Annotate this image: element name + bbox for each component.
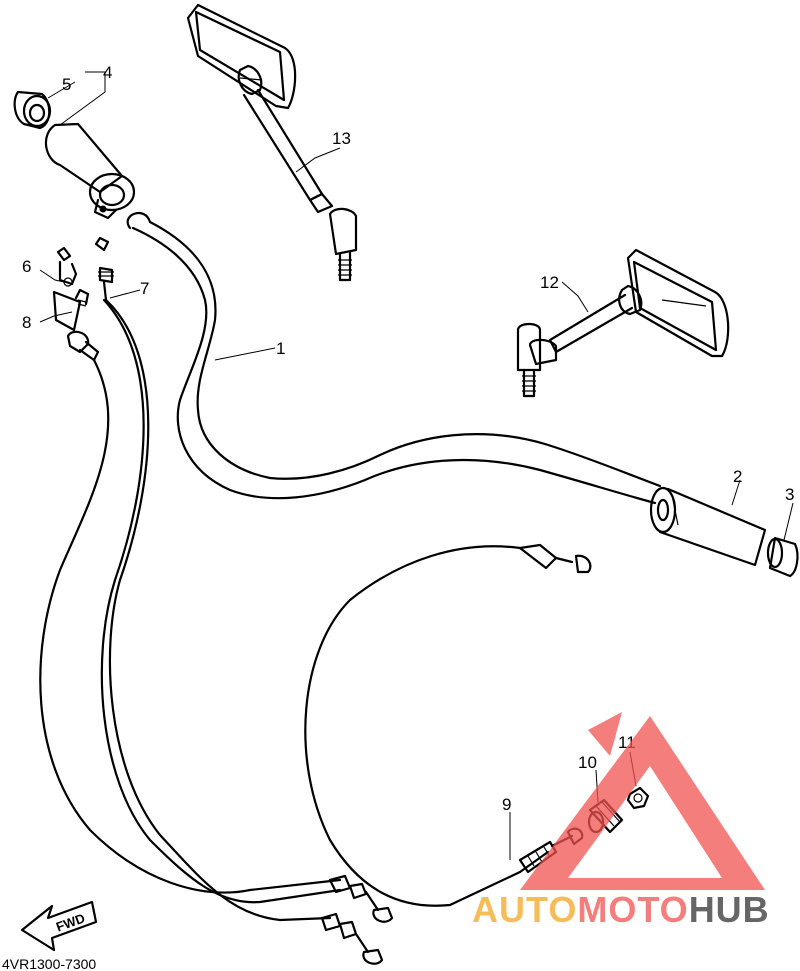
callout-12: 12	[540, 273, 559, 292]
callout-13: 13	[332, 129, 351, 148]
lock-nut	[626, 786, 650, 810]
forward-arrow-icon: FWD	[20, 900, 98, 952]
left-grip-end	[13, 90, 52, 130]
automotohub-watermark: AUTOMOTOHUB	[472, 712, 770, 930]
callout-2: 2	[733, 467, 742, 486]
callout-5: 5	[62, 75, 71, 94]
callout-leaders	[39, 71, 794, 860]
callout-3: 3	[785, 485, 794, 504]
watermark-hub: HUB	[689, 889, 770, 930]
callout-labels: 1 2 3 4 5 6 7 8 9 10 11 12 13	[22, 63, 794, 814]
callout-10: 10	[578, 753, 597, 772]
callout-6: 6	[22, 257, 31, 276]
watermark-auto: AUTO	[472, 889, 577, 930]
callout-7: 7	[140, 279, 149, 298]
cable-adjuster-top	[94, 236, 114, 302]
clutch-cable	[304, 543, 592, 907]
watermark-moto: MOTO	[577, 889, 688, 930]
callout-8: 8	[22, 313, 31, 332]
watermark-triangle-icon	[520, 712, 765, 890]
cable-holder-left	[52, 246, 100, 362]
right-mirror	[516, 248, 730, 398]
callout-4: 4	[103, 63, 112, 82]
catalog-code: 4VR1300-7300	[2, 956, 96, 971]
svg-text:AUTOMOTOHUB: AUTOMOTOHUB	[472, 889, 770, 930]
callout-9: 9	[502, 795, 511, 814]
throttle-cables	[39, 298, 394, 965]
callout-1: 1	[276, 339, 285, 358]
handlebar	[126, 211, 662, 505]
right-grip	[649, 486, 767, 567]
left-mirror	[186, 3, 358, 282]
right-grip-end	[766, 536, 799, 578]
left-grip	[44, 122, 136, 220]
